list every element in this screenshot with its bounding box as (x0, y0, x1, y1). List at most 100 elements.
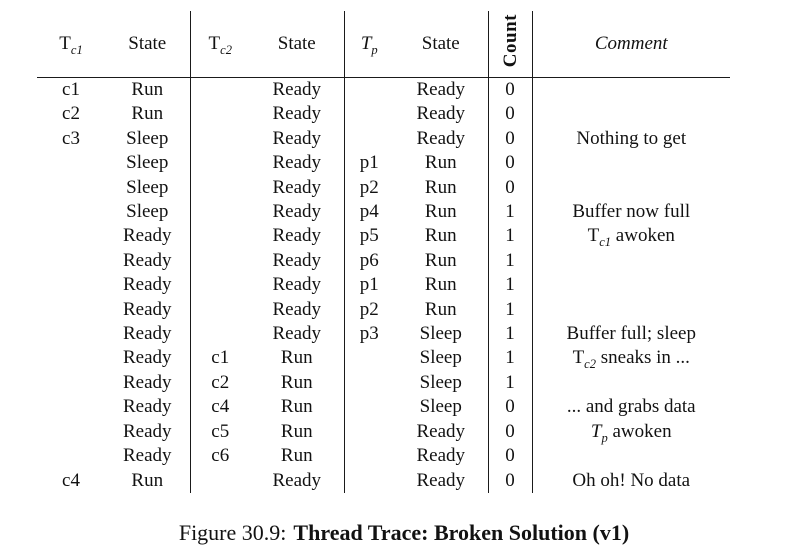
cell-tp-state: Run (394, 200, 489, 225)
col-header-tc1: Tc1 (37, 11, 105, 78)
cell-tc1 (37, 200, 105, 224)
cell-tc1: c4 (62, 469, 80, 491)
cell-tc1-state: Ready (105, 248, 191, 274)
cell-tp: p5 (359, 225, 379, 247)
col-header-tp: Tp (344, 11, 394, 78)
cell-tc2-state: Ready (250, 151, 345, 176)
cell-tp (344, 78, 394, 103)
cell-tp (344, 395, 394, 419)
cell-tc1: c2 (62, 103, 80, 125)
cell-count: 0 (488, 444, 533, 469)
thread-trace-table: Tc1 State Tc2 State Tp State Count Comme… (37, 11, 730, 493)
cell-count: 1 (488, 200, 533, 225)
cell-tc2-state: Run (250, 444, 345, 469)
col-header-tc2: Tc2 (190, 11, 250, 78)
cell-tc2 (190, 127, 250, 151)
cell-comment: Tp awoken (590, 420, 672, 445)
cell-count: 0 (488, 77, 533, 103)
cell-count: 1 (488, 346, 533, 371)
cell-comment (532, 371, 730, 395)
cell-tc1 (37, 298, 105, 322)
cell-tp-state: Run (394, 175, 489, 201)
cell-tp: p4 (359, 201, 379, 223)
cell-tp (344, 102, 394, 126)
cell-tc1 (37, 371, 105, 395)
cell-comment: Tc2 sneaks in ... (572, 347, 690, 372)
cell-tc1 (37, 224, 105, 248)
cell-tc2-state: Ready (250, 273, 345, 298)
cell-tc1 (37, 420, 105, 444)
cell-count: 0 (488, 468, 533, 493)
cell-tc1 (37, 346, 105, 370)
cell-tc2 (190, 102, 250, 126)
cell-comment: Oh oh! No data (572, 469, 691, 491)
cell-tc2-state: Run (250, 370, 345, 396)
cell-count: 0 (488, 151, 533, 176)
cell-tc2: c6 (211, 445, 230, 467)
cell-comment (532, 249, 730, 273)
cell-count: 0 (488, 419, 533, 445)
cell-tc1-state: Ready (105, 322, 191, 347)
cell-tc2-state: Ready (250, 224, 345, 249)
cell-tp-state: Ready (394, 77, 489, 103)
caption-title: Thread Trace: Broken Solution (v1) (293, 520, 630, 545)
cell-tc2 (190, 200, 250, 224)
col-header-tp-state: State (394, 11, 489, 78)
cell-tc2-state: Ready (250, 126, 345, 152)
header-row: Tc1 State Tc2 State Tp State Count Comme… (37, 11, 730, 78)
cell-tp (344, 444, 394, 468)
cell-tc2-state: Ready (250, 248, 345, 274)
cell-tp (344, 469, 394, 493)
cell-count: 1 (488, 248, 533, 274)
cell-tc1: c3 (62, 127, 80, 149)
caption-prefix: Figure 30.9: (178, 520, 287, 545)
cell-tc2-state: Run (250, 395, 345, 420)
cell-tc1-state: Run (105, 77, 191, 103)
cell-comment: Nothing to get (576, 127, 687, 149)
cell-tc1-state: Sleep (105, 126, 191, 152)
cell-tc2: c1 (211, 347, 230, 369)
cell-tp-state: Sleep (394, 395, 489, 420)
col-header-tc1-state: State (105, 11, 191, 78)
cell-comment: Buffer now full (572, 201, 691, 223)
cell-tp-state: Ready (394, 468, 489, 493)
cell-tp (344, 420, 394, 444)
cell-tc1 (37, 322, 105, 346)
cell-tp-state: Ready (394, 126, 489, 152)
cell-count: 1 (488, 297, 533, 323)
cell-tc2-state: Ready (250, 297, 345, 323)
cell-tc2 (190, 249, 250, 273)
cell-tc2: c4 (211, 396, 230, 418)
cell-tp-state: Sleep (394, 346, 489, 371)
cell-tc1-state: Ready (105, 395, 191, 420)
cell-tc1-state: Ready (105, 224, 191, 249)
cell-tc2 (190, 298, 250, 322)
cell-tc2 (190, 78, 250, 103)
cell-tc1-state: Sleep (105, 200, 191, 225)
cell-count: 0 (488, 395, 533, 420)
cell-tp: p3 (359, 323, 379, 345)
cell-tp: p6 (359, 249, 379, 271)
cell-comment (532, 273, 730, 297)
cell-tp: p1 (359, 274, 379, 296)
cell-comment (532, 444, 730, 468)
cell-tc2-state: Run (250, 346, 345, 371)
cell-tc1: c1 (62, 79, 80, 100)
cell-tp-state: Run (394, 248, 489, 274)
cell-count: 1 (488, 322, 533, 347)
cell-tc2 (190, 176, 250, 200)
cell-comment (532, 151, 730, 175)
